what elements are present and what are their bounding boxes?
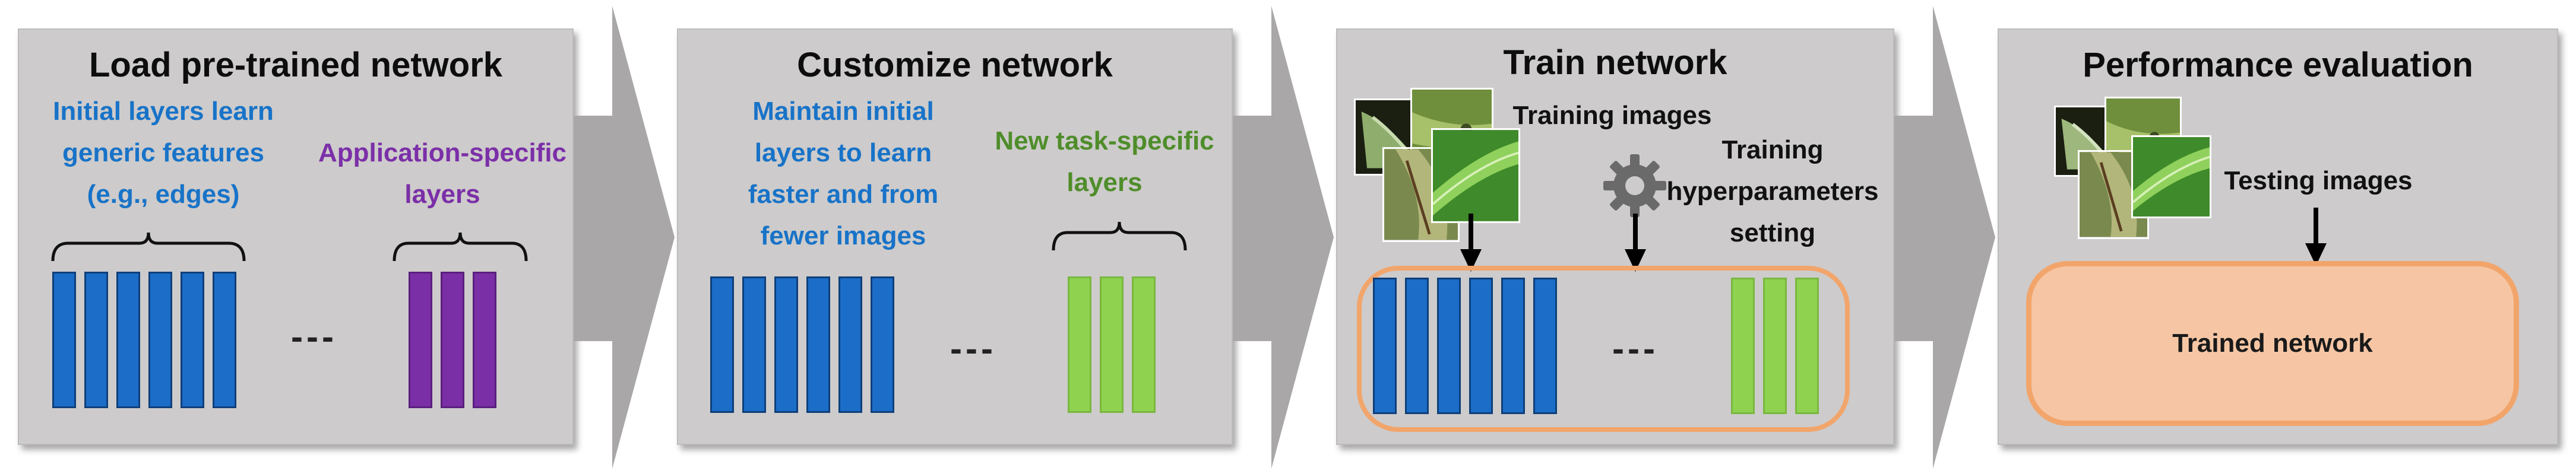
layer-block xyxy=(84,272,108,408)
layer-block xyxy=(116,272,140,408)
panel2-maintain-label: Maintain initial layers to learn faster … xyxy=(748,97,939,250)
panel1-left-brace xyxy=(51,232,246,262)
panel4-title: Performance evaluation xyxy=(2083,46,2473,84)
layer-block xyxy=(1795,278,1819,414)
trained-network-box: Trained network xyxy=(2026,261,2519,426)
layer-block xyxy=(213,272,236,408)
layer-block xyxy=(1132,276,1156,413)
layer-block xyxy=(1731,278,1755,414)
testing-images-label: Testing images xyxy=(2224,166,2413,195)
panel3-title: Train network xyxy=(1503,43,1727,82)
panel1-application-layers-label: Application-specific layers xyxy=(318,138,567,209)
panel-load-pretrained: Load pre-trained network Initial layers … xyxy=(18,28,574,445)
panel-train: Train network Training images xyxy=(1336,28,1894,445)
layer-block xyxy=(871,276,894,413)
layer-block xyxy=(806,276,830,413)
layer-block xyxy=(1373,278,1397,414)
training-images-label: Training images xyxy=(1512,101,1712,130)
flow-arrow-2 xyxy=(1233,6,1334,469)
layer-block xyxy=(1100,276,1124,413)
network-outline xyxy=(1357,266,1850,432)
layer-block xyxy=(1763,278,1787,414)
layer-block xyxy=(181,272,204,408)
layer-block xyxy=(838,276,862,413)
panel2-right-brace xyxy=(1052,221,1187,251)
panel-evaluation: Performance evaluation Testing images Tr… xyxy=(1998,28,2558,445)
layer-block xyxy=(1469,278,1493,414)
flow-arrow-1 xyxy=(574,6,675,469)
panel1-right-brace xyxy=(393,232,528,262)
panel1-initial-layers-label: Initial layers learn generic features (e… xyxy=(53,97,274,209)
layer-block xyxy=(710,276,734,413)
layer-block xyxy=(742,276,766,413)
layer-block xyxy=(148,272,172,408)
hyperparameters-label: Training hyperparameters setting xyxy=(1666,135,1879,247)
leaf-image xyxy=(2131,135,2211,218)
down-arrow-images xyxy=(1460,214,1482,272)
panel2-new-layers-label: New task-specific layers xyxy=(995,126,1214,197)
gear-icon xyxy=(1603,154,1666,217)
layer-block xyxy=(441,272,464,408)
down-arrow-testing xyxy=(2305,208,2327,266)
layer-block xyxy=(473,272,496,408)
panel2-ellipsis: --- xyxy=(950,329,996,368)
layer-block xyxy=(1405,278,1429,414)
leaf-image xyxy=(1431,128,1520,223)
layer-block xyxy=(774,276,798,413)
flow-arrow-3 xyxy=(1894,6,1995,469)
panel2-title: Customize network xyxy=(797,46,1113,84)
down-arrow-hyperparameters xyxy=(1625,214,1646,272)
layer-block xyxy=(52,272,76,408)
panel-customize: Customize network Maintain initial layer… xyxy=(677,28,1233,445)
layer-block xyxy=(409,272,432,408)
layer-block xyxy=(1533,278,1557,414)
layer-block xyxy=(1501,278,1525,414)
layer-block xyxy=(1068,276,1091,413)
layer-block xyxy=(1437,278,1461,414)
panel1-ellipsis: --- xyxy=(291,317,337,357)
panel1-title: Load pre-trained network xyxy=(88,46,503,84)
panel3-ellipsis: --- xyxy=(1612,329,1659,368)
trained-network-label: Trained network xyxy=(2172,329,2373,358)
